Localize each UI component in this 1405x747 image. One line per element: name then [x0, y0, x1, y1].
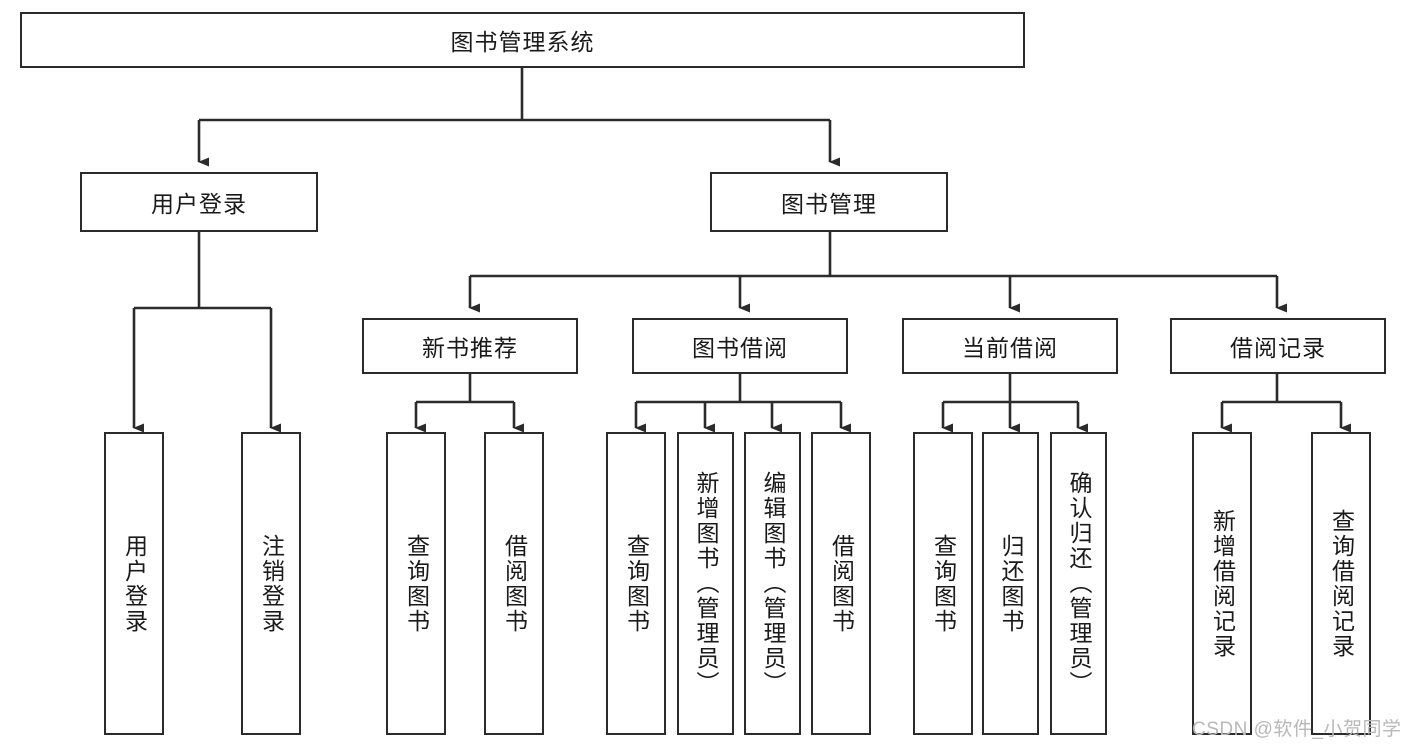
leaf-add-record-label: 新增借阅记录	[1209, 508, 1236, 659]
leaf-add-book[interactable]: 新增图书（管理员）	[677, 432, 734, 735]
leaf-query-record-label: 查询借阅记录	[1328, 508, 1355, 659]
leaf-return-book[interactable]: 归还图书	[982, 432, 1039, 735]
leaf-add-record[interactable]: 新增借阅记录	[1192, 432, 1252, 735]
node-current-borrow-label: 当前借阅	[962, 335, 1058, 361]
node-borrow-record-label: 借阅记录	[1230, 335, 1326, 361]
leaf-add-book-label: 新增图书（管理员）	[693, 471, 719, 696]
node-root-system[interactable]: 图书管理系统	[20, 12, 1025, 68]
leaf-query-book-1-label: 查询图书	[403, 533, 430, 634]
leaf-query-book-3[interactable]: 查询图书	[913, 432, 973, 735]
node-user-login[interactable]: 用户登录	[80, 172, 318, 232]
node-book-management[interactable]: 图书管理	[710, 172, 948, 232]
node-book-borrow-label: 图书借阅	[692, 335, 788, 361]
node-new-book-recommend-label: 新书推荐	[422, 335, 518, 361]
leaf-borrow-book-2-label: 借阅图书	[828, 533, 855, 634]
leaf-user-login-label: 用户登录	[121, 533, 148, 634]
leaf-borrow-book-1-label: 借阅图书	[501, 533, 528, 634]
leaf-logout-login-label: 注销登录	[258, 533, 285, 634]
watermark-text: CSDN @软件_小贺同学	[1192, 719, 1402, 740]
node-book-management-label: 图书管理	[781, 191, 877, 217]
leaf-query-book-1[interactable]: 查询图书	[386, 432, 446, 735]
leaf-query-record[interactable]: 查询借阅记录	[1311, 432, 1371, 735]
leaf-edit-book-label: 编辑图书（管理员）	[760, 471, 786, 696]
leaf-confirm-return[interactable]: 确认归还（管理员）	[1050, 432, 1107, 735]
leaf-confirm-return-label: 确认归还（管理员）	[1066, 471, 1092, 696]
node-current-borrow[interactable]: 当前借阅	[902, 318, 1118, 374]
leaf-query-book-3-label: 查询图书	[930, 533, 957, 634]
leaf-borrow-book-2[interactable]: 借阅图书	[811, 432, 871, 735]
node-borrow-record[interactable]: 借阅记录	[1170, 318, 1386, 374]
node-user-login-label: 用户登录	[151, 191, 247, 217]
leaf-logout-login[interactable]: 注销登录	[241, 432, 301, 735]
node-new-book-recommend[interactable]: 新书推荐	[362, 318, 578, 374]
leaf-return-book-label: 归还图书	[998, 533, 1024, 634]
leaf-edit-book[interactable]: 编辑图书（管理员）	[744, 432, 801, 735]
leaf-query-book-2[interactable]: 查询图书	[606, 432, 666, 735]
leaf-borrow-book-1[interactable]: 借阅图书	[484, 432, 544, 735]
node-root-system-label: 图书管理系统	[450, 29, 595, 55]
node-book-borrow[interactable]: 图书借阅	[632, 318, 848, 374]
leaf-user-login[interactable]: 用户登录	[104, 432, 164, 735]
leaf-query-book-2-label: 查询图书	[623, 533, 650, 634]
